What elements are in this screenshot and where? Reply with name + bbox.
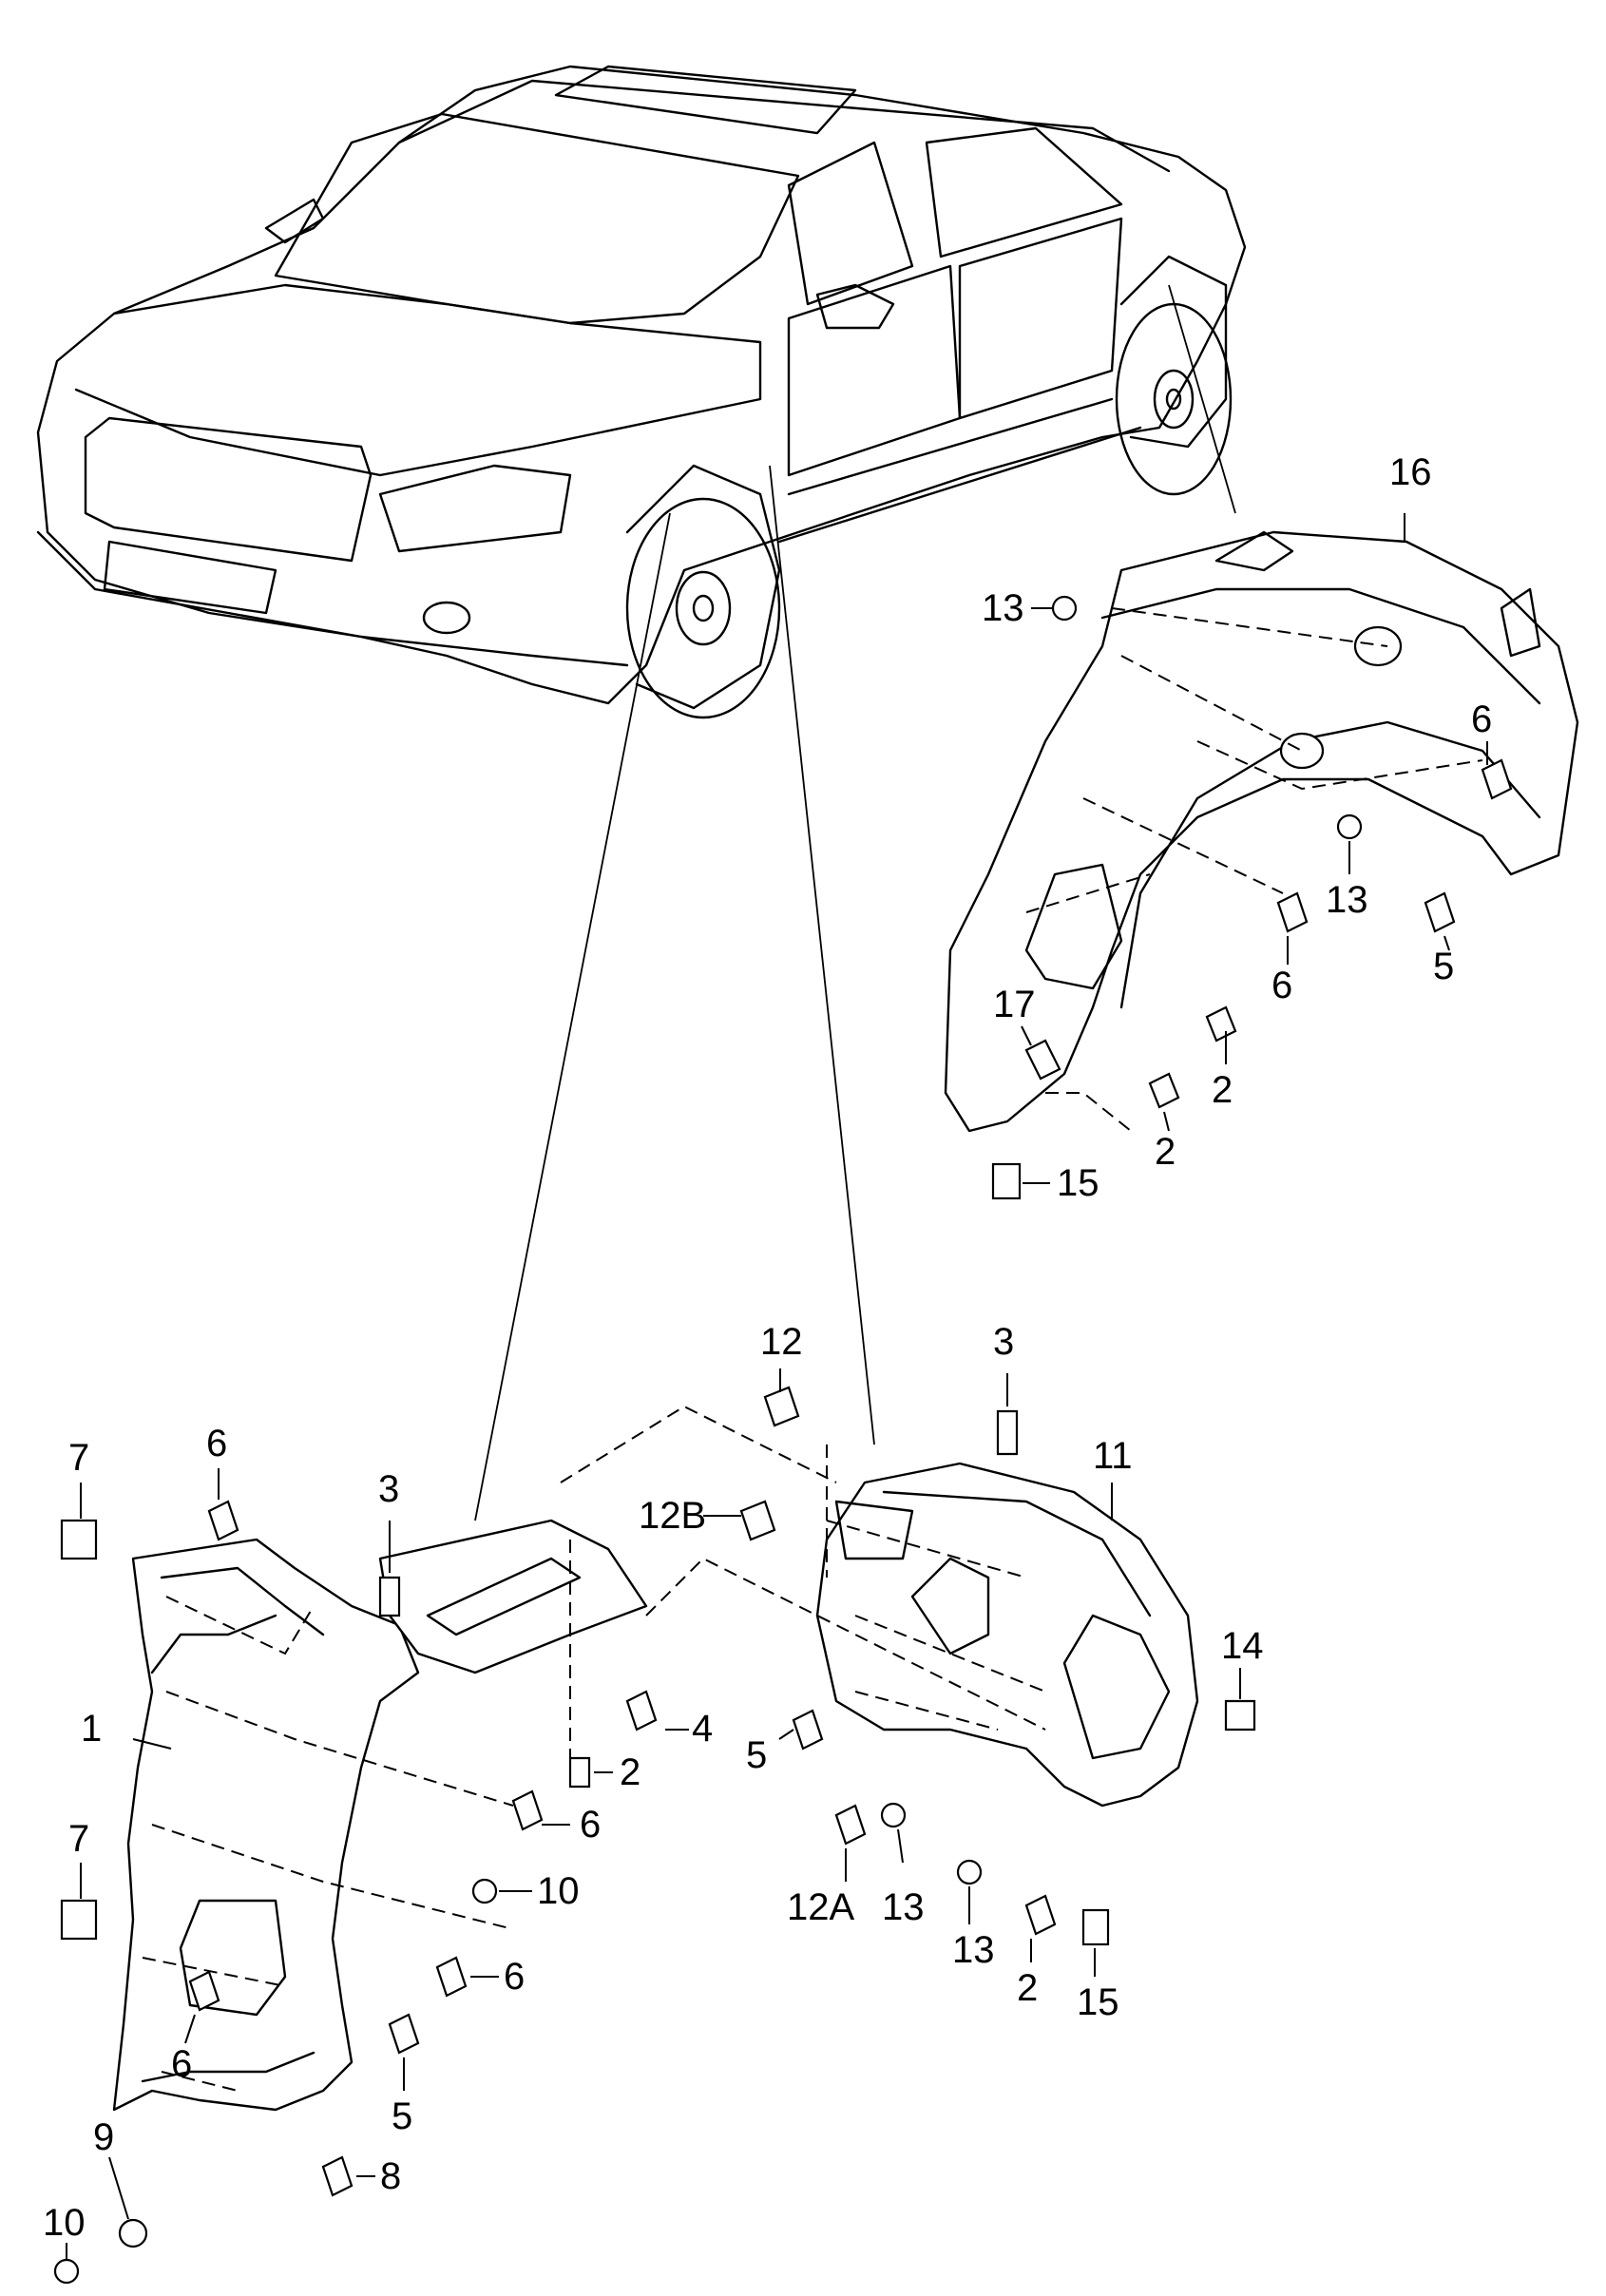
rivet-icon [996, 1409, 1019, 1456]
car-grille [84, 416, 373, 563]
callout-7: 7 [68, 1818, 89, 1860]
nut-icon [1051, 595, 1078, 622]
screw-icon [1205, 1005, 1237, 1043]
callout-12: 12 [760, 1321, 803, 1363]
callout-13: 13 [882, 1886, 925, 1928]
car-license-plate [103, 540, 277, 615]
car-front-wheel [625, 464, 781, 719]
car-headlight [378, 464, 572, 553]
car-sunroof [554, 65, 857, 135]
callout-6: 6 [1471, 698, 1492, 740]
callout-6: 6 [504, 1956, 525, 1998]
plug-icon [471, 1878, 498, 1904]
car-side-trim [787, 397, 1114, 496]
callout-12a: 12A [787, 1886, 854, 1928]
clip-nut-icon [1224, 1699, 1256, 1732]
clip-icon [60, 1899, 98, 1941]
clip-icon [834, 1804, 867, 1846]
rivet-icon [378, 1576, 401, 1617]
rivet-icon [188, 1970, 220, 2012]
callout-2: 2 [620, 1751, 640, 1793]
callout-13: 13 [1326, 879, 1368, 921]
screw-icon [792, 1709, 824, 1751]
front-liner-front-section [112, 1538, 514, 2112]
car-illustration [36, 65, 1247, 719]
front-liner-rear-section [815, 1462, 1199, 1808]
callout-11: 11 [1093, 1435, 1133, 1477]
callout-5: 5 [746, 1734, 767, 1776]
nut-icon [1336, 813, 1363, 840]
callout-17: 17 [993, 984, 1036, 1025]
callout-6: 6 [1271, 965, 1292, 1006]
callout-3: 3 [993, 1321, 1014, 1363]
screw-icon [1481, 758, 1513, 800]
screw-icon [1024, 1894, 1057, 1936]
car-side-window-rear [925, 126, 1123, 258]
callout-1: 1 [81, 1708, 102, 1750]
rivet-icon [207, 1500, 239, 1541]
car-front-bumper [36, 530, 629, 667]
screw-icon [1424, 891, 1456, 933]
car-foglight [422, 601, 471, 635]
pointer-lines [474, 284, 1236, 1521]
callout-5: 5 [1433, 946, 1454, 987]
callout-2: 2 [1155, 1131, 1176, 1173]
callout-6: 6 [171, 2043, 192, 2085]
callout-14: 14 [1221, 1625, 1264, 1667]
screw-icon [568, 1756, 591, 1789]
callout-15: 15 [1057, 1162, 1099, 1204]
car-hood [74, 283, 762, 477]
rivet-icon [321, 2155, 354, 2197]
callout-15: 15 [1077, 1981, 1119, 2023]
splash-shield [378, 1405, 1046, 1787]
plug-icon [53, 2258, 80, 2285]
callout-10: 10 [43, 2202, 86, 2244]
callout-7: 7 [68, 1437, 89, 1479]
callout-9: 9 [93, 2116, 114, 2158]
clip-icon [1081, 1908, 1110, 1946]
callout-13: 13 [952, 1929, 995, 1971]
callout-5: 5 [392, 2095, 412, 2137]
callout-6: 6 [206, 1423, 227, 1464]
callout-labels: 16 13 6 13 5 6 17 2 2 15 12 3 11 12B 14 … [43, 451, 1492, 2244]
nut-icon [956, 1859, 983, 1885]
callout-10: 10 [537, 1870, 580, 1912]
clip-icon [991, 1162, 1022, 1200]
washer-icon [118, 2218, 148, 2248]
screw-icon [625, 1690, 658, 1732]
car-door-rear [958, 217, 1123, 420]
rear-wheel-housing-liner [944, 530, 1579, 1133]
clip-icon [763, 1386, 800, 1427]
callout-13: 13 [982, 587, 1024, 629]
rivet-icon [435, 1956, 468, 1998]
clip-icon [739, 1500, 776, 1541]
leader-lines [66, 513, 1488, 2260]
clip-icon [60, 1519, 98, 1560]
callout-2: 2 [1017, 1967, 1038, 2009]
fasteners [53, 595, 1513, 2285]
callout-2: 2 [1212, 1069, 1233, 1111]
nut-icon [880, 1802, 907, 1828]
car-mirror [815, 283, 895, 330]
callout-3: 3 [378, 1468, 399, 1510]
callout-6: 6 [580, 1804, 601, 1846]
car-body [36, 65, 1247, 705]
callout-4: 4 [692, 1708, 713, 1750]
car-side-window-front [787, 141, 914, 306]
screw-icon [1276, 891, 1309, 933]
callout-8: 8 [380, 2155, 401, 2197]
rivet-icon [511, 1789, 544, 1831]
callout-16: 16 [1389, 451, 1432, 493]
screw-icon [1148, 1072, 1180, 1109]
callout-12b: 12B [639, 1495, 706, 1537]
car-roof-line [397, 79, 1171, 173]
screw-icon [388, 2013, 420, 2055]
bolt-icon [1024, 1039, 1061, 1081]
